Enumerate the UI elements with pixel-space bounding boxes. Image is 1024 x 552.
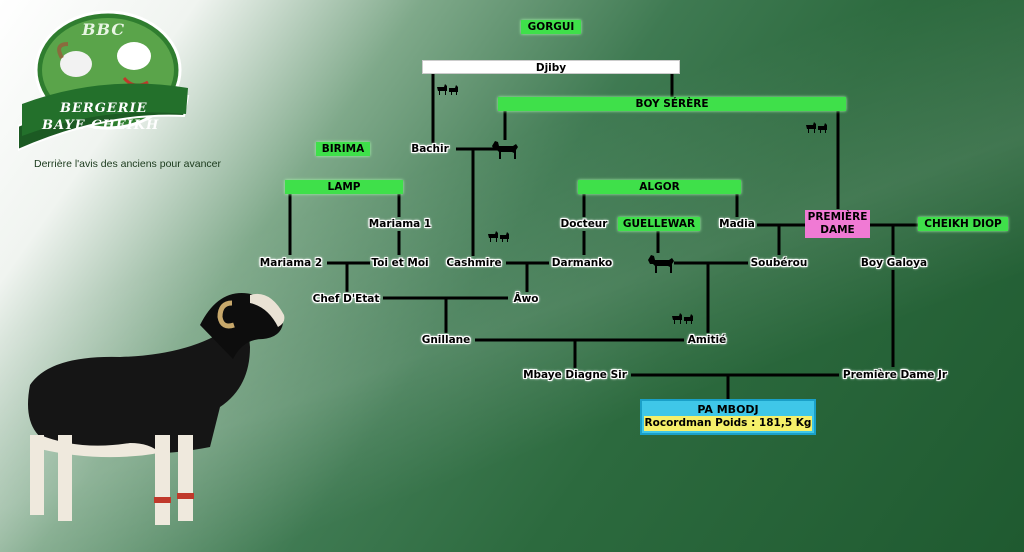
logo-line2: BAYE CHEIKH [42, 118, 160, 133]
node-madia: Madia [719, 218, 755, 230]
node-guellewar: GUELLEWAR [618, 217, 700, 231]
node-bachir: Bachir [411, 143, 449, 155]
node-souberou: Soubérou [750, 257, 808, 269]
node-docteur: Docteur [560, 218, 608, 230]
node-premiere-dame: PREMIÈRE DAME [805, 210, 870, 238]
node-awo: Âwo [513, 293, 539, 305]
node-boy-galoya: Boy Galoya [860, 257, 928, 269]
logo-line1: BERGERIE [60, 101, 148, 116]
node-cheikh-diop: CHEIKH DIOP [918, 217, 1008, 231]
node-amitie: Amitié [687, 334, 727, 346]
ram-silhouette-icon [648, 255, 674, 273]
node-algor: ALGOR [578, 180, 741, 194]
sheep-pair-icon [437, 84, 458, 95]
node-birima: BIRIMA [316, 142, 370, 156]
result-record: Rocordman Poids : 181,5 Kg [644, 416, 812, 431]
node-lamp: LAMP [285, 180, 403, 194]
node-gorgui: GORGUI [521, 20, 581, 34]
sheep-photo [28, 293, 285, 525]
node-darmanko: Darmanko [551, 257, 613, 269]
bergerie-logo: BBC BERGERIE BAYE CHEIKH Derrière l'avis… [17, 8, 221, 170]
node-chef-detat: Chef D'Etat [312, 293, 380, 305]
node-gnillane: Gnillane [421, 334, 471, 346]
node-boy-serere: BOY SÉRÈRE [498, 97, 846, 111]
node-toi-et-moi: Toi et Moi [371, 257, 429, 269]
result-name: PA MBODJ [697, 403, 759, 416]
logo-initials: BBC [82, 20, 126, 39]
sheep-pair-icon [806, 122, 827, 133]
result-pa-mbodj: PA MBODJ Rocordman Poids : 181,5 Kg [640, 399, 816, 435]
logo-slogan: Derrière l'avis des anciens pour avancer [34, 158, 222, 170]
node-djiby: Djiby [422, 60, 680, 74]
node-mariama1: Mariama 1 [368, 218, 432, 230]
sheep-pair-icon [672, 313, 693, 324]
sheep-pair-icon [488, 231, 509, 242]
node-cashmire: Cashmire [446, 257, 502, 269]
node-mariama2: Mariama 2 [259, 257, 323, 269]
node-premiere-dame-jr: Première Dame Jr [842, 369, 948, 381]
ram-silhouette-icon [492, 141, 518, 159]
node-mbaye-diagne-sir: Mbaye Diagne Sir [523, 369, 627, 381]
logo-graphic [17, 10, 190, 152]
